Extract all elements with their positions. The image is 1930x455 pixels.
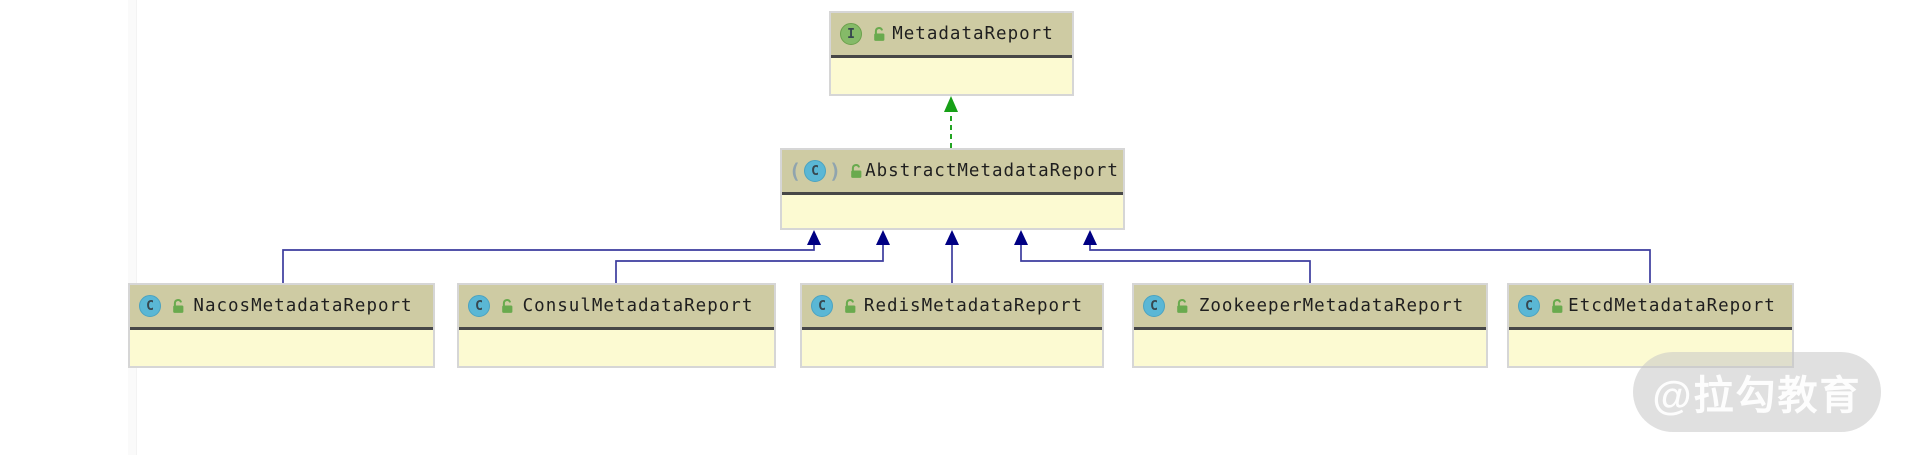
icon-cluster: C xyxy=(811,295,859,317)
node-body xyxy=(130,330,433,366)
class-name-label: NacosMetadataReport xyxy=(193,296,413,316)
node-body xyxy=(831,58,1072,94)
class-name-label: RedisMetadataReport xyxy=(863,296,1084,316)
public-open-lock-icon xyxy=(502,298,513,313)
extends-arrowhead-nacos xyxy=(807,230,821,245)
abstract-paren-open: ( xyxy=(789,159,802,183)
icon-cluster: I xyxy=(840,23,888,45)
class-node-metadatareport[interactable]: I MetadataReport xyxy=(829,11,1074,96)
icon-cluster: C xyxy=(1143,295,1191,317)
class-name-label: EtcdMetadataReport xyxy=(1568,296,1776,316)
class-icon: C xyxy=(811,295,833,317)
icon-cluster: C xyxy=(139,295,187,317)
class-node-redismetadatareport[interactable]: C RedisMetadataReport xyxy=(800,283,1104,368)
node-body xyxy=(802,330,1102,366)
extends-arrowhead-zookeeper xyxy=(1014,230,1028,245)
extends-edge-nacos xyxy=(282,244,815,283)
class-name-label: ConsulMetadataReport xyxy=(522,296,754,316)
class-name-label: ZookeeperMetadataReport xyxy=(1198,296,1465,316)
class-name-label: MetadataReport xyxy=(892,24,1054,44)
public-open-lock-icon xyxy=(845,298,856,313)
class-node-zookeepermetadatareport[interactable]: C ZookeeperMetadataReport xyxy=(1132,283,1488,368)
class-icon: C xyxy=(1518,295,1540,317)
icon-cluster: ( C ) xyxy=(789,159,865,183)
extends-edge-etcd xyxy=(1089,244,1651,283)
node-header: C ZookeeperMetadataReport xyxy=(1134,285,1486,330)
public-open-lock-icon xyxy=(851,163,862,178)
node-header: C NacosMetadataReport xyxy=(130,285,433,330)
public-open-lock-icon xyxy=(874,26,885,41)
abstract-paren-close: ) xyxy=(829,159,842,183)
class-icon: C xyxy=(1143,295,1165,317)
gutter-line xyxy=(128,0,137,455)
public-open-lock-icon xyxy=(1552,298,1563,313)
class-icon: C xyxy=(468,295,490,317)
interface-icon: I xyxy=(840,23,862,45)
extends-arrowhead-consul xyxy=(876,230,890,245)
extends-arrowhead-redis xyxy=(945,230,959,245)
watermark-badge: @拉勾教育 xyxy=(1633,352,1881,432)
implements-arrowhead xyxy=(944,96,958,112)
node-header: C RedisMetadataReport xyxy=(802,285,1102,330)
node-header: C ConsulMetadataReport xyxy=(459,285,774,330)
node-body xyxy=(1134,330,1486,366)
node-header: I MetadataReport xyxy=(831,13,1072,58)
abstract-class-icon: C xyxy=(804,160,827,182)
class-name-label: AbstractMetadataReport xyxy=(865,161,1119,181)
node-body xyxy=(782,195,1123,228)
icon-cluster: C xyxy=(1518,295,1566,317)
extends-edge-zookeeper xyxy=(1020,244,1311,283)
class-node-abstractmetadatareport[interactable]: ( C ) AbstractMetadataReport xyxy=(780,148,1125,230)
class-icon: C xyxy=(139,295,161,317)
icon-cluster: C xyxy=(468,295,516,317)
public-open-lock-icon xyxy=(173,298,184,313)
node-header: ( C ) AbstractMetadataReport xyxy=(782,150,1123,195)
extends-arrowhead-etcd xyxy=(1083,230,1097,245)
node-header: C EtcdMetadataReport xyxy=(1509,285,1792,330)
class-node-nacosmetadatareport[interactable]: C NacosMetadataReport xyxy=(128,283,435,368)
node-body xyxy=(459,330,774,366)
extends-edge-consul xyxy=(615,244,884,283)
public-open-lock-icon xyxy=(1177,298,1188,313)
class-node-consulmetadatareport[interactable]: C ConsulMetadataReport xyxy=(457,283,776,368)
